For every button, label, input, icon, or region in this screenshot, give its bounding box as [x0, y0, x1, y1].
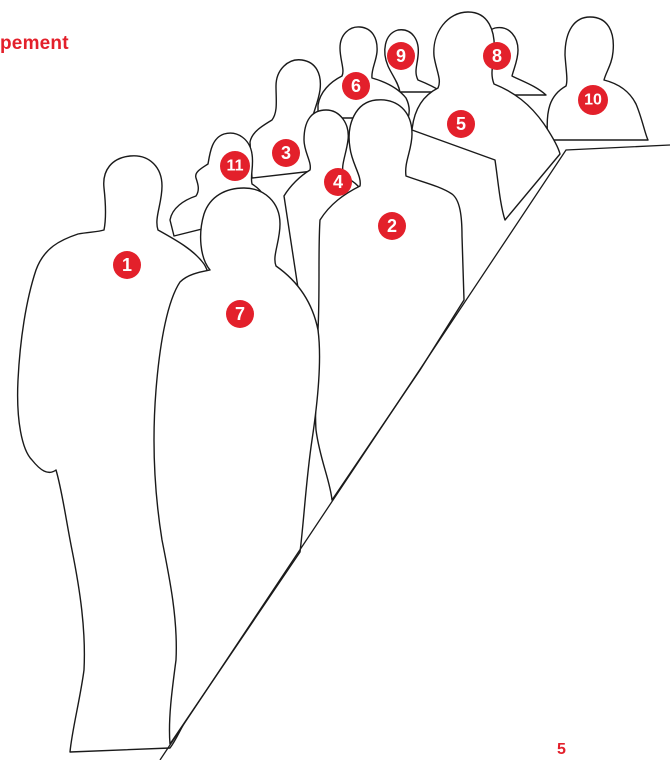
marker-2: 2	[378, 212, 406, 240]
marker-8: 8	[483, 42, 511, 70]
page-number: 5	[557, 741, 566, 759]
marker-1-label: 1	[122, 255, 132, 275]
marker-3: 3	[272, 139, 300, 167]
marker-8-label: 8	[492, 46, 502, 66]
marker-10: 10	[578, 85, 608, 115]
marker-9-label: 9	[396, 46, 406, 66]
marker-1: 1	[113, 251, 141, 279]
marker-7: 7	[226, 300, 254, 328]
marker-6: 6	[342, 72, 370, 100]
marker-2-label: 2	[387, 216, 397, 236]
marker-11: 11	[220, 151, 250, 181]
marker-9: 9	[387, 42, 415, 70]
marker-5: 5	[447, 110, 475, 138]
marker-3-label: 3	[281, 143, 291, 163]
marker-10-label: 10	[584, 92, 602, 109]
marker-4: 4	[324, 168, 352, 196]
marker-7-label: 7	[235, 304, 245, 324]
marker-6-label: 6	[351, 76, 361, 96]
marker-5-label: 5	[456, 114, 466, 134]
person-10-silhouette	[547, 17, 648, 140]
marker-11-label: 11	[227, 158, 244, 175]
marker-4-label: 4	[333, 172, 343, 192]
